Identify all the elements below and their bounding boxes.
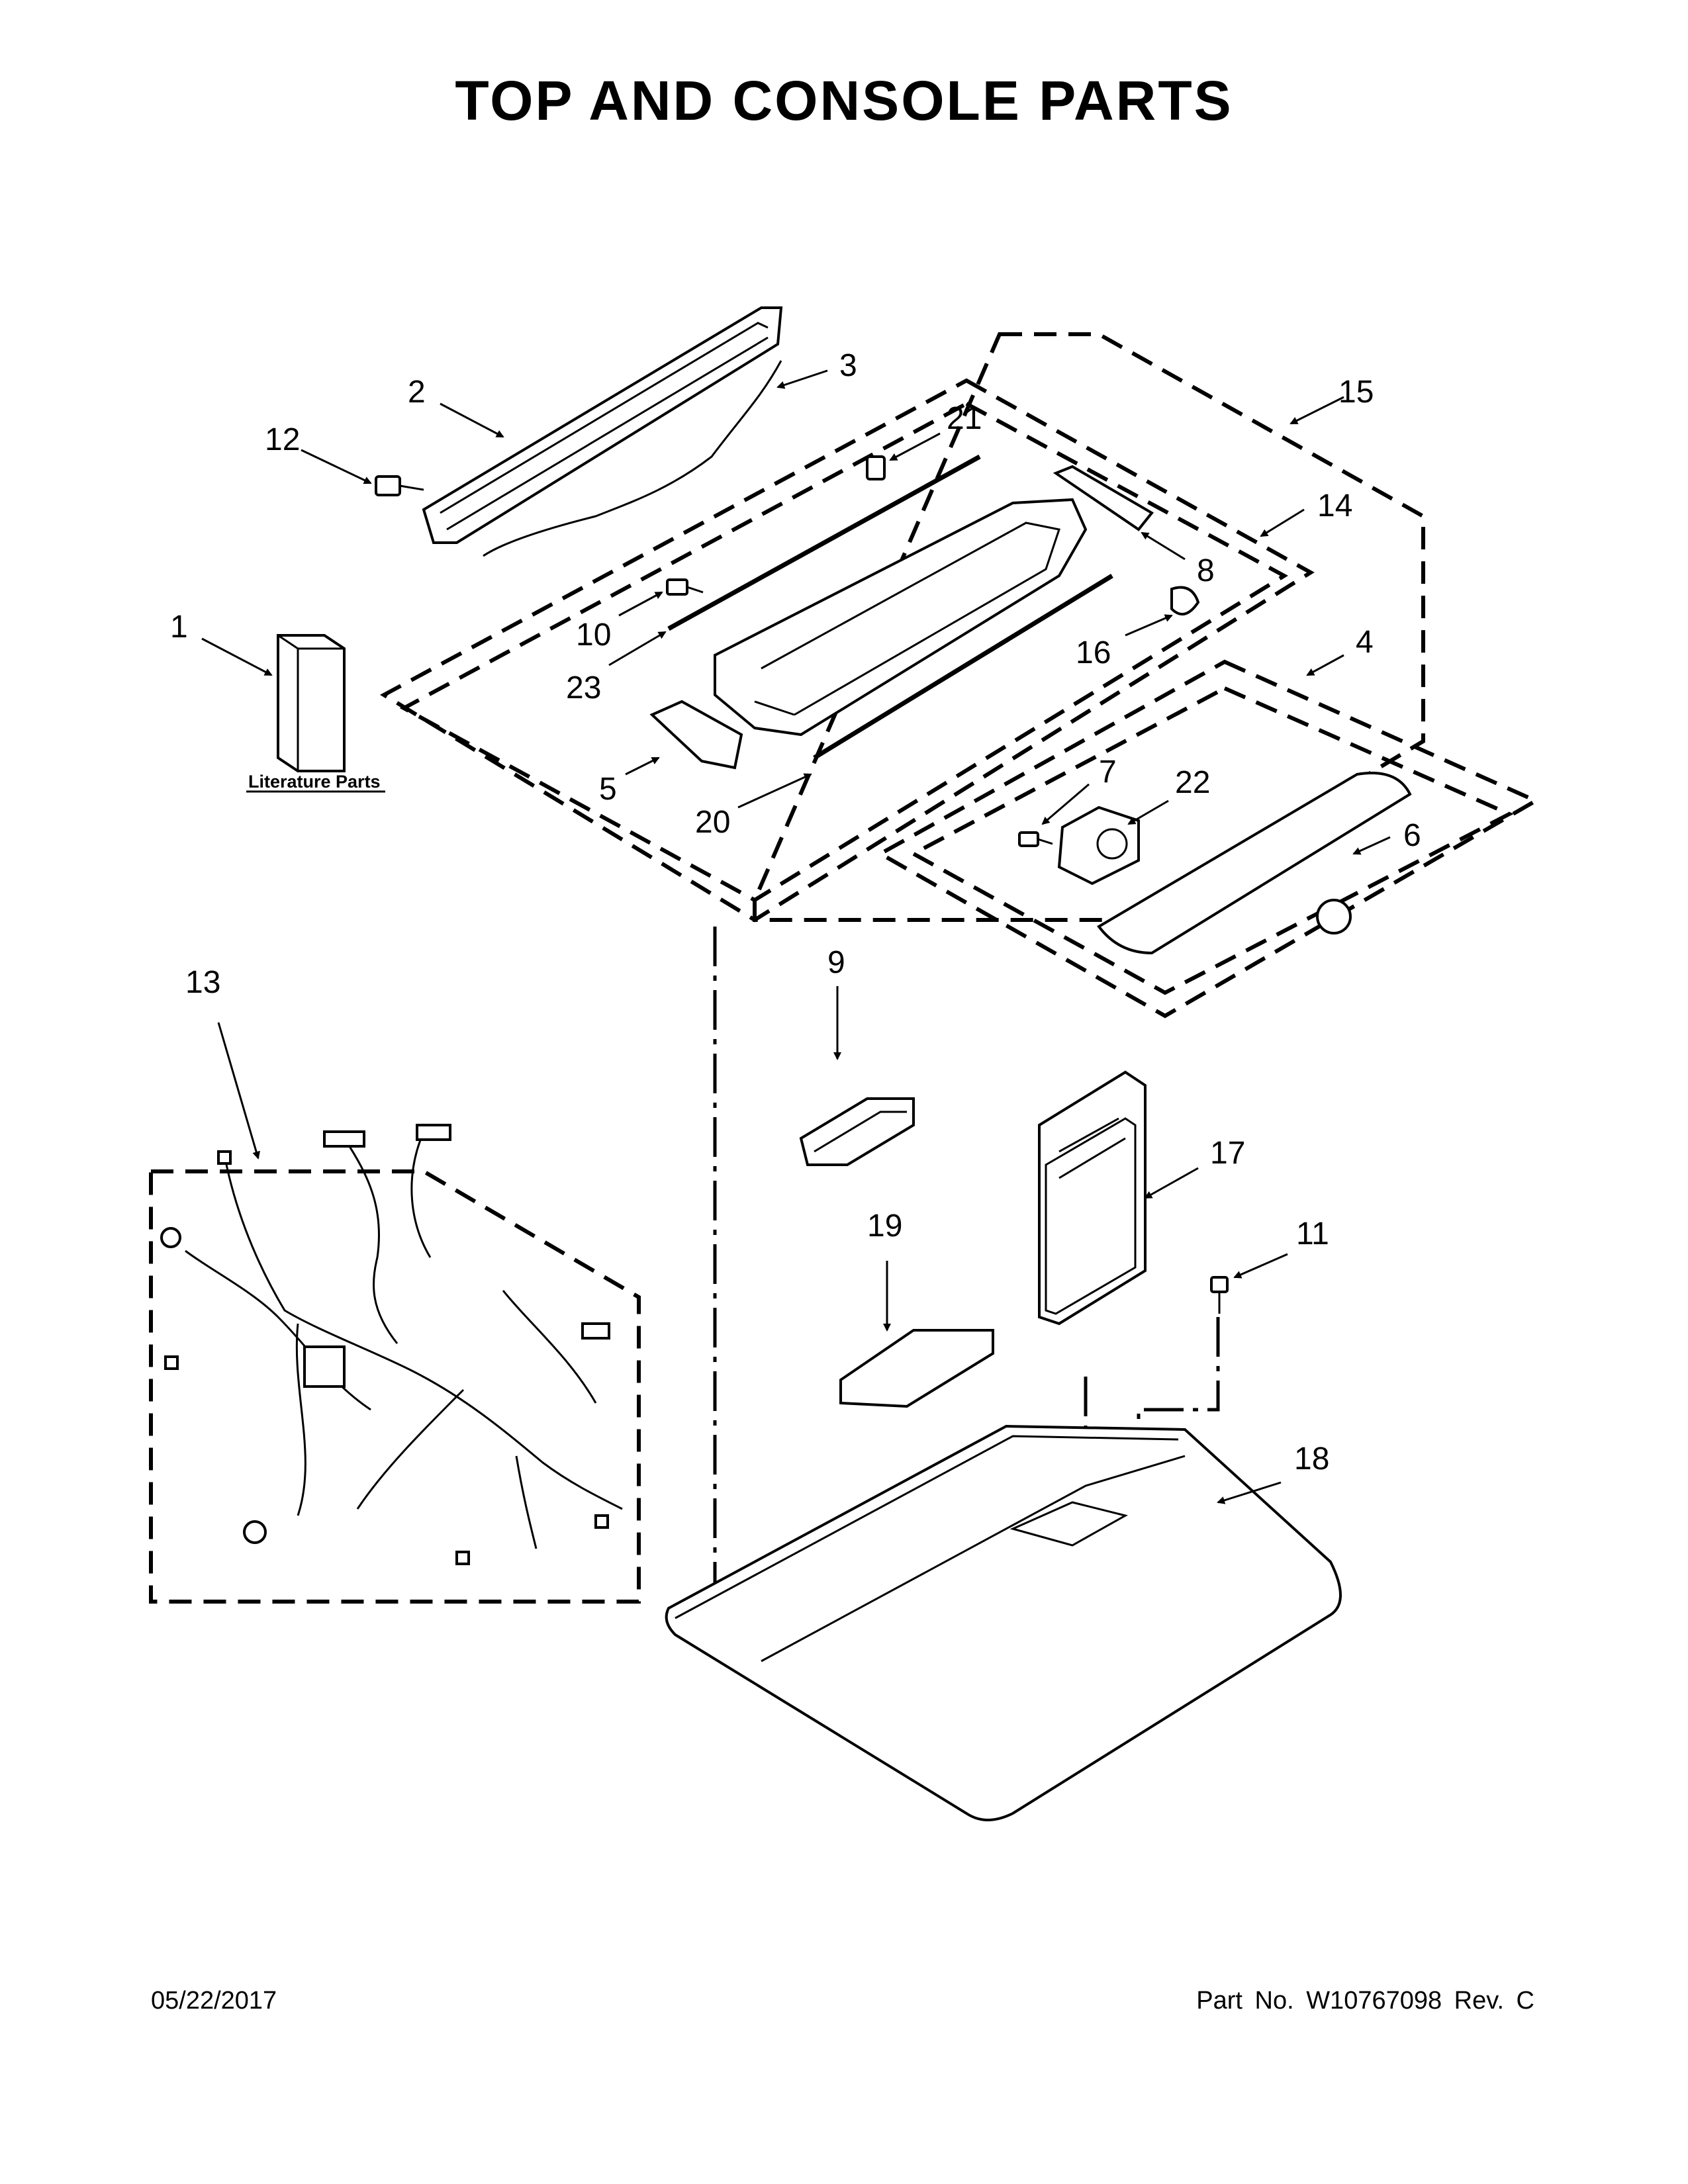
leader-10 <box>618 591 663 617</box>
leader-4 <box>1306 654 1344 676</box>
callout-9: 9 <box>827 945 845 980</box>
leader-23 <box>608 631 667 666</box>
knob-6 <box>1316 899 1352 934</box>
leader-11 <box>1233 1253 1288 1279</box>
callout-16: 16 <box>1076 635 1111 670</box>
leader-6 <box>1352 836 1391 855</box>
rod-23 <box>667 454 981 631</box>
screw-12 <box>375 475 424 496</box>
leader-8 <box>1141 531 1186 561</box>
callout-15: 15 <box>1338 375 1374 410</box>
screw-11 <box>1210 1276 1229 1314</box>
boundary-4-inner <box>909 686 1514 995</box>
callout-13: 13 <box>185 965 220 1000</box>
module-22 <box>1057 805 1140 886</box>
leader-18 <box>1217 1481 1282 1504</box>
footer-part-number: Part No. W10767098 Rev. C <box>1196 1987 1534 2015</box>
callout-5: 5 <box>599 772 617 807</box>
literature-parts <box>277 634 346 772</box>
boundary-14-inner <box>399 401 1289 903</box>
leader-3 <box>776 369 828 389</box>
leader-2 <box>440 402 504 438</box>
footer-date: 05/22/2017 <box>151 1987 277 2015</box>
control-board-9 <box>799 1097 915 1166</box>
leader-7 <box>1041 783 1090 825</box>
page-title: TOP AND CONSOLE PARTS <box>455 69 1233 132</box>
callout-19: 19 <box>867 1208 902 1244</box>
literature-parts-label: Literature Parts <box>248 772 381 792</box>
leader-16 <box>1125 614 1173 637</box>
clip-16 <box>1170 586 1200 615</box>
callout-21: 21 <box>947 401 982 436</box>
top-cover-18 <box>665 1424 1342 1821</box>
callout-2: 2 <box>408 375 426 410</box>
callout-23: 23 <box>566 670 601 705</box>
leader-14 <box>1260 508 1305 537</box>
console-panel-4 <box>1097 772 1412 955</box>
callout-7: 7 <box>1099 754 1117 790</box>
callout-10: 10 <box>576 617 611 653</box>
part-5 <box>649 700 743 770</box>
console-back-panel <box>422 306 783 544</box>
callout-14: 14 <box>1317 488 1352 523</box>
wire-harness-13 <box>160 1124 623 1565</box>
leader-1 <box>201 637 273 676</box>
screw-10 <box>666 578 704 596</box>
callout-18: 18 <box>1294 1441 1329 1477</box>
callout-3: 3 <box>839 348 857 383</box>
leader-17 <box>1144 1167 1199 1199</box>
leader-13 <box>217 1022 260 1160</box>
harness-boundary-13 <box>149 1169 641 1604</box>
screw-7 <box>1018 831 1053 847</box>
leader-22 <box>1127 799 1169 825</box>
callout-4: 4 <box>1356 625 1374 660</box>
leader-5 <box>625 756 660 776</box>
lint-screen-17 <box>1038 1070 1147 1326</box>
wire-harness-small <box>483 360 782 557</box>
boundary-14 <box>379 378 1315 923</box>
leader-21 <box>889 432 941 461</box>
leader-20 <box>737 773 812 809</box>
callout-6: 6 <box>1403 818 1421 853</box>
callout-12: 12 <box>265 422 300 457</box>
callout-1: 1 <box>170 610 188 645</box>
leader-15 <box>1289 396 1344 425</box>
rod-20 <box>813 574 1113 760</box>
callout-11: 11 <box>1296 1216 1329 1251</box>
clip-21 <box>866 455 886 480</box>
leader-12 <box>301 449 372 484</box>
callout-22: 22 <box>1175 765 1210 800</box>
callout-20: 20 <box>695 805 730 840</box>
boundary-4 <box>876 659 1540 1019</box>
callout-17: 17 <box>1210 1136 1245 1171</box>
part-19 <box>839 1329 994 1408</box>
bracket-8 <box>1053 465 1154 531</box>
callout-8: 8 <box>1197 553 1215 588</box>
console-body <box>714 498 1088 737</box>
